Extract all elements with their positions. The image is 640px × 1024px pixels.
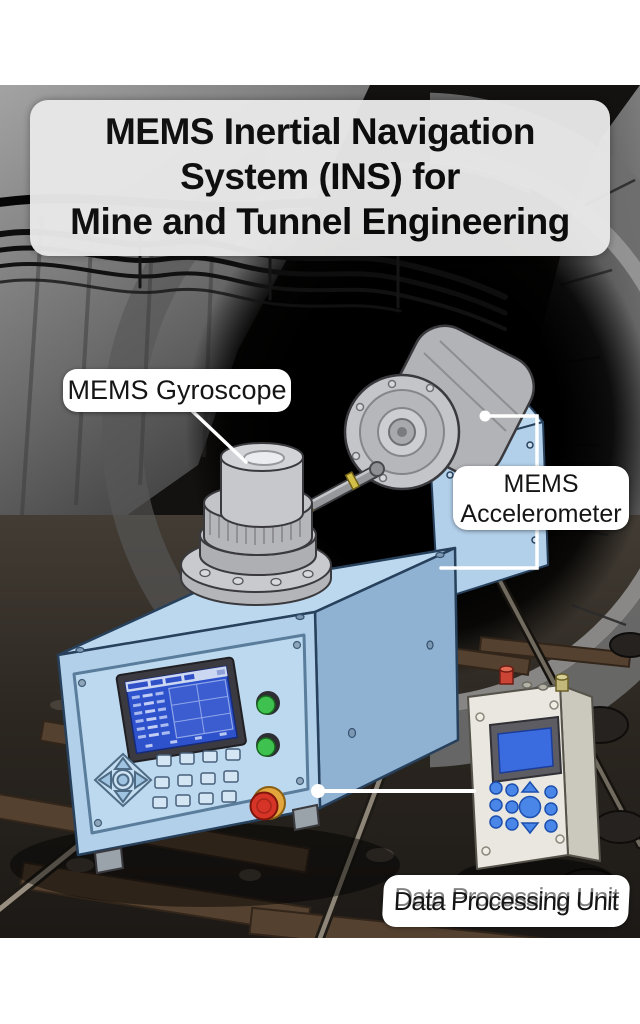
label-mems-accelerometer: MEMS Accelerometer [453, 466, 629, 530]
ins-main-unit [56, 546, 460, 875]
yellow-cap [555, 673, 569, 692]
callout-line-gyroscope [186, 405, 248, 464]
red-cap [499, 665, 514, 685]
label-data-processing-unit: Data Processing Unit [381, 875, 631, 927]
control-panel [72, 633, 310, 835]
unit-shadow [10, 823, 400, 907]
title-line-2: System (INS) for [180, 156, 460, 197]
gyroscope-illustration [180, 442, 332, 606]
dpad-control [93, 752, 153, 808]
keypad-buttons [152, 748, 241, 809]
callout-dot-dpu [311, 784, 325, 798]
title-banner: MEMS Inertial Navigation System (INS) fo… [30, 100, 610, 256]
green-indicator-button-1 [256, 691, 280, 715]
dpu-keypad [489, 780, 558, 835]
label-mems-gyroscope: MEMS Gyroscope [63, 369, 291, 412]
data-processing-unit [455, 665, 615, 902]
emergency-stop-button [249, 786, 286, 821]
title-line-1: MEMS Inertial Navigation [104, 111, 536, 152]
callout-dot-accelerometer [479, 410, 491, 422]
green-indicator-button-2 [256, 733, 280, 757]
title-line-3: Mine and Tunnel Engineering [70, 201, 570, 242]
dpu-screen [497, 727, 554, 774]
panel-screen [115, 656, 247, 763]
